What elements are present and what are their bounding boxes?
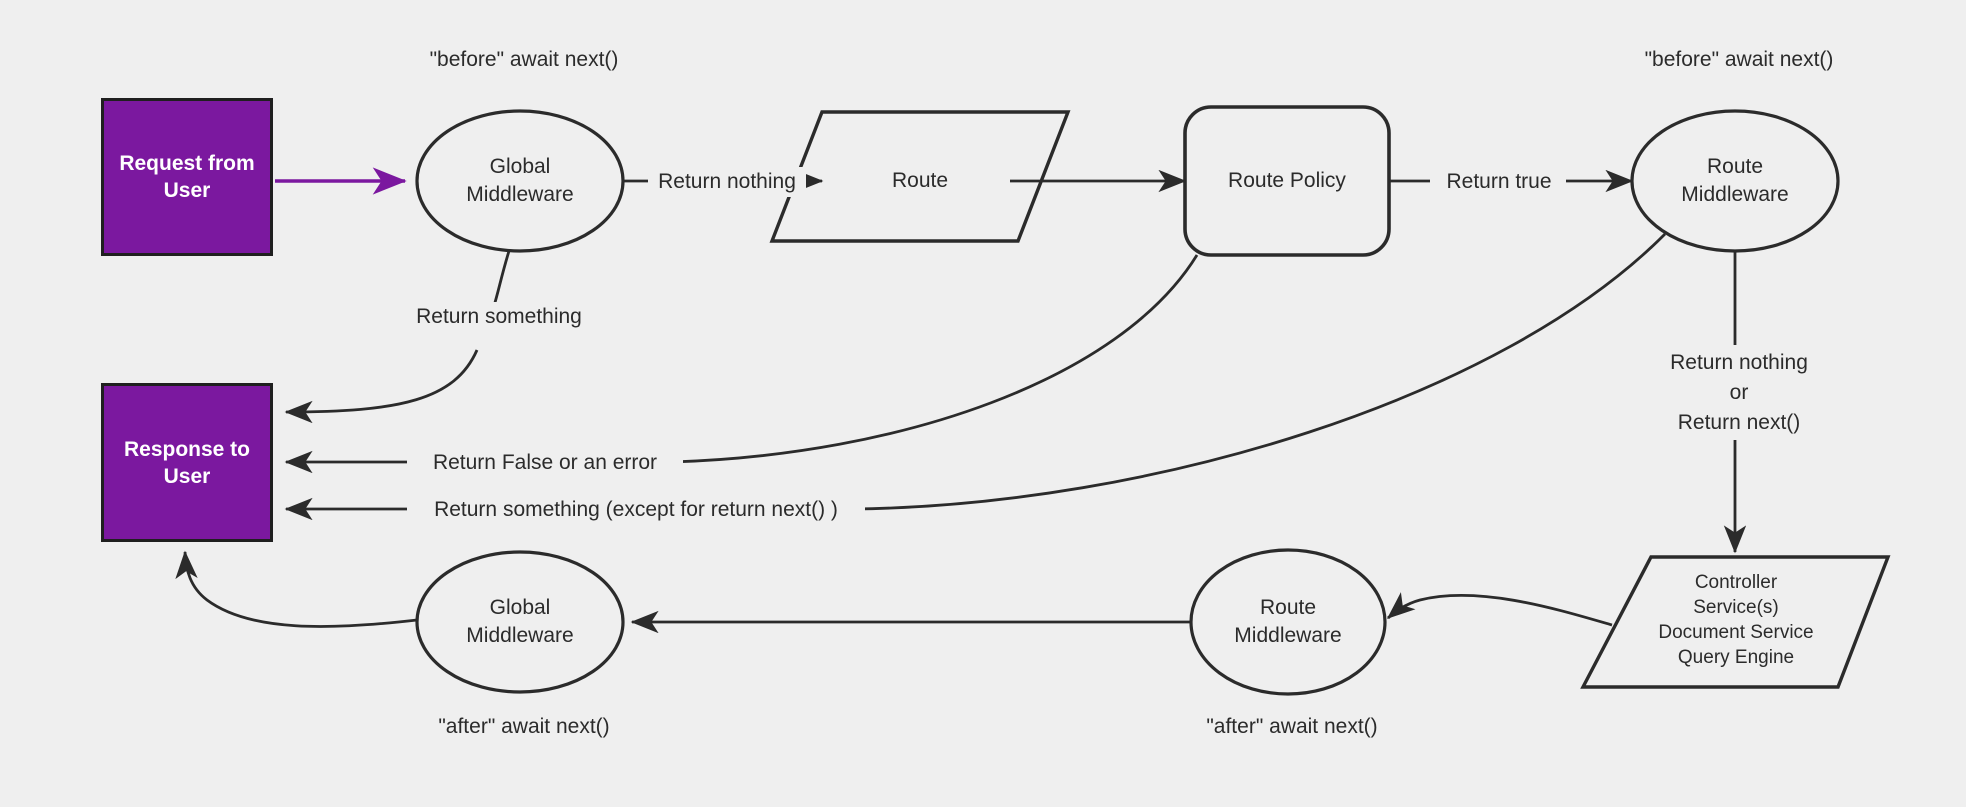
node-route[interactable] xyxy=(769,110,1071,243)
edge-label-return-nothing-or-next: Return nothing or Return next() xyxy=(1635,348,1843,438)
node-route-policy[interactable] xyxy=(1183,105,1391,257)
edge-label-return-something: Return something xyxy=(395,302,603,332)
annotation-before-await-next-right: "before" await next() xyxy=(1615,45,1863,75)
node-route-middleware-bottom[interactable] xyxy=(1189,548,1387,696)
annotation-after-await-next-right: "after" await next() xyxy=(1168,712,1416,742)
edge-label-return-nothing: Return nothing xyxy=(648,167,806,197)
edge-route-policy-to-response xyxy=(671,254,1199,464)
node-request-from-user[interactable]: Request from User xyxy=(101,98,273,256)
node-global-middleware-top[interactable] xyxy=(415,109,625,253)
edge-label-return-something-except-next: Return something (except for return next… xyxy=(407,495,865,525)
edge-label-return-true: Return true xyxy=(1432,167,1566,197)
response-box-label: Response to User xyxy=(123,437,251,488)
node-route-middleware-top[interactable] xyxy=(1630,109,1840,253)
edge-label-return-false-or-error: Return False or an error xyxy=(407,448,683,478)
node-response-to-user[interactable]: Response to User xyxy=(101,383,273,542)
node-global-middleware-bottom[interactable] xyxy=(415,550,625,694)
node-controller[interactable] xyxy=(1580,555,1891,689)
edge-global-middleware-bottom-to-response xyxy=(175,550,418,628)
annotation-before-await-next-left: "before" await next() xyxy=(400,45,648,75)
edge-global-middleware-to-response-tail xyxy=(284,349,479,424)
annotation-after-await-next-left: "after" await next() xyxy=(400,712,648,742)
request-box-label: Request from User xyxy=(119,152,255,202)
edge-route-middleware-to-response xyxy=(854,233,1666,511)
edge-controller-to-route-middleware-bottom xyxy=(1386,592,1613,627)
